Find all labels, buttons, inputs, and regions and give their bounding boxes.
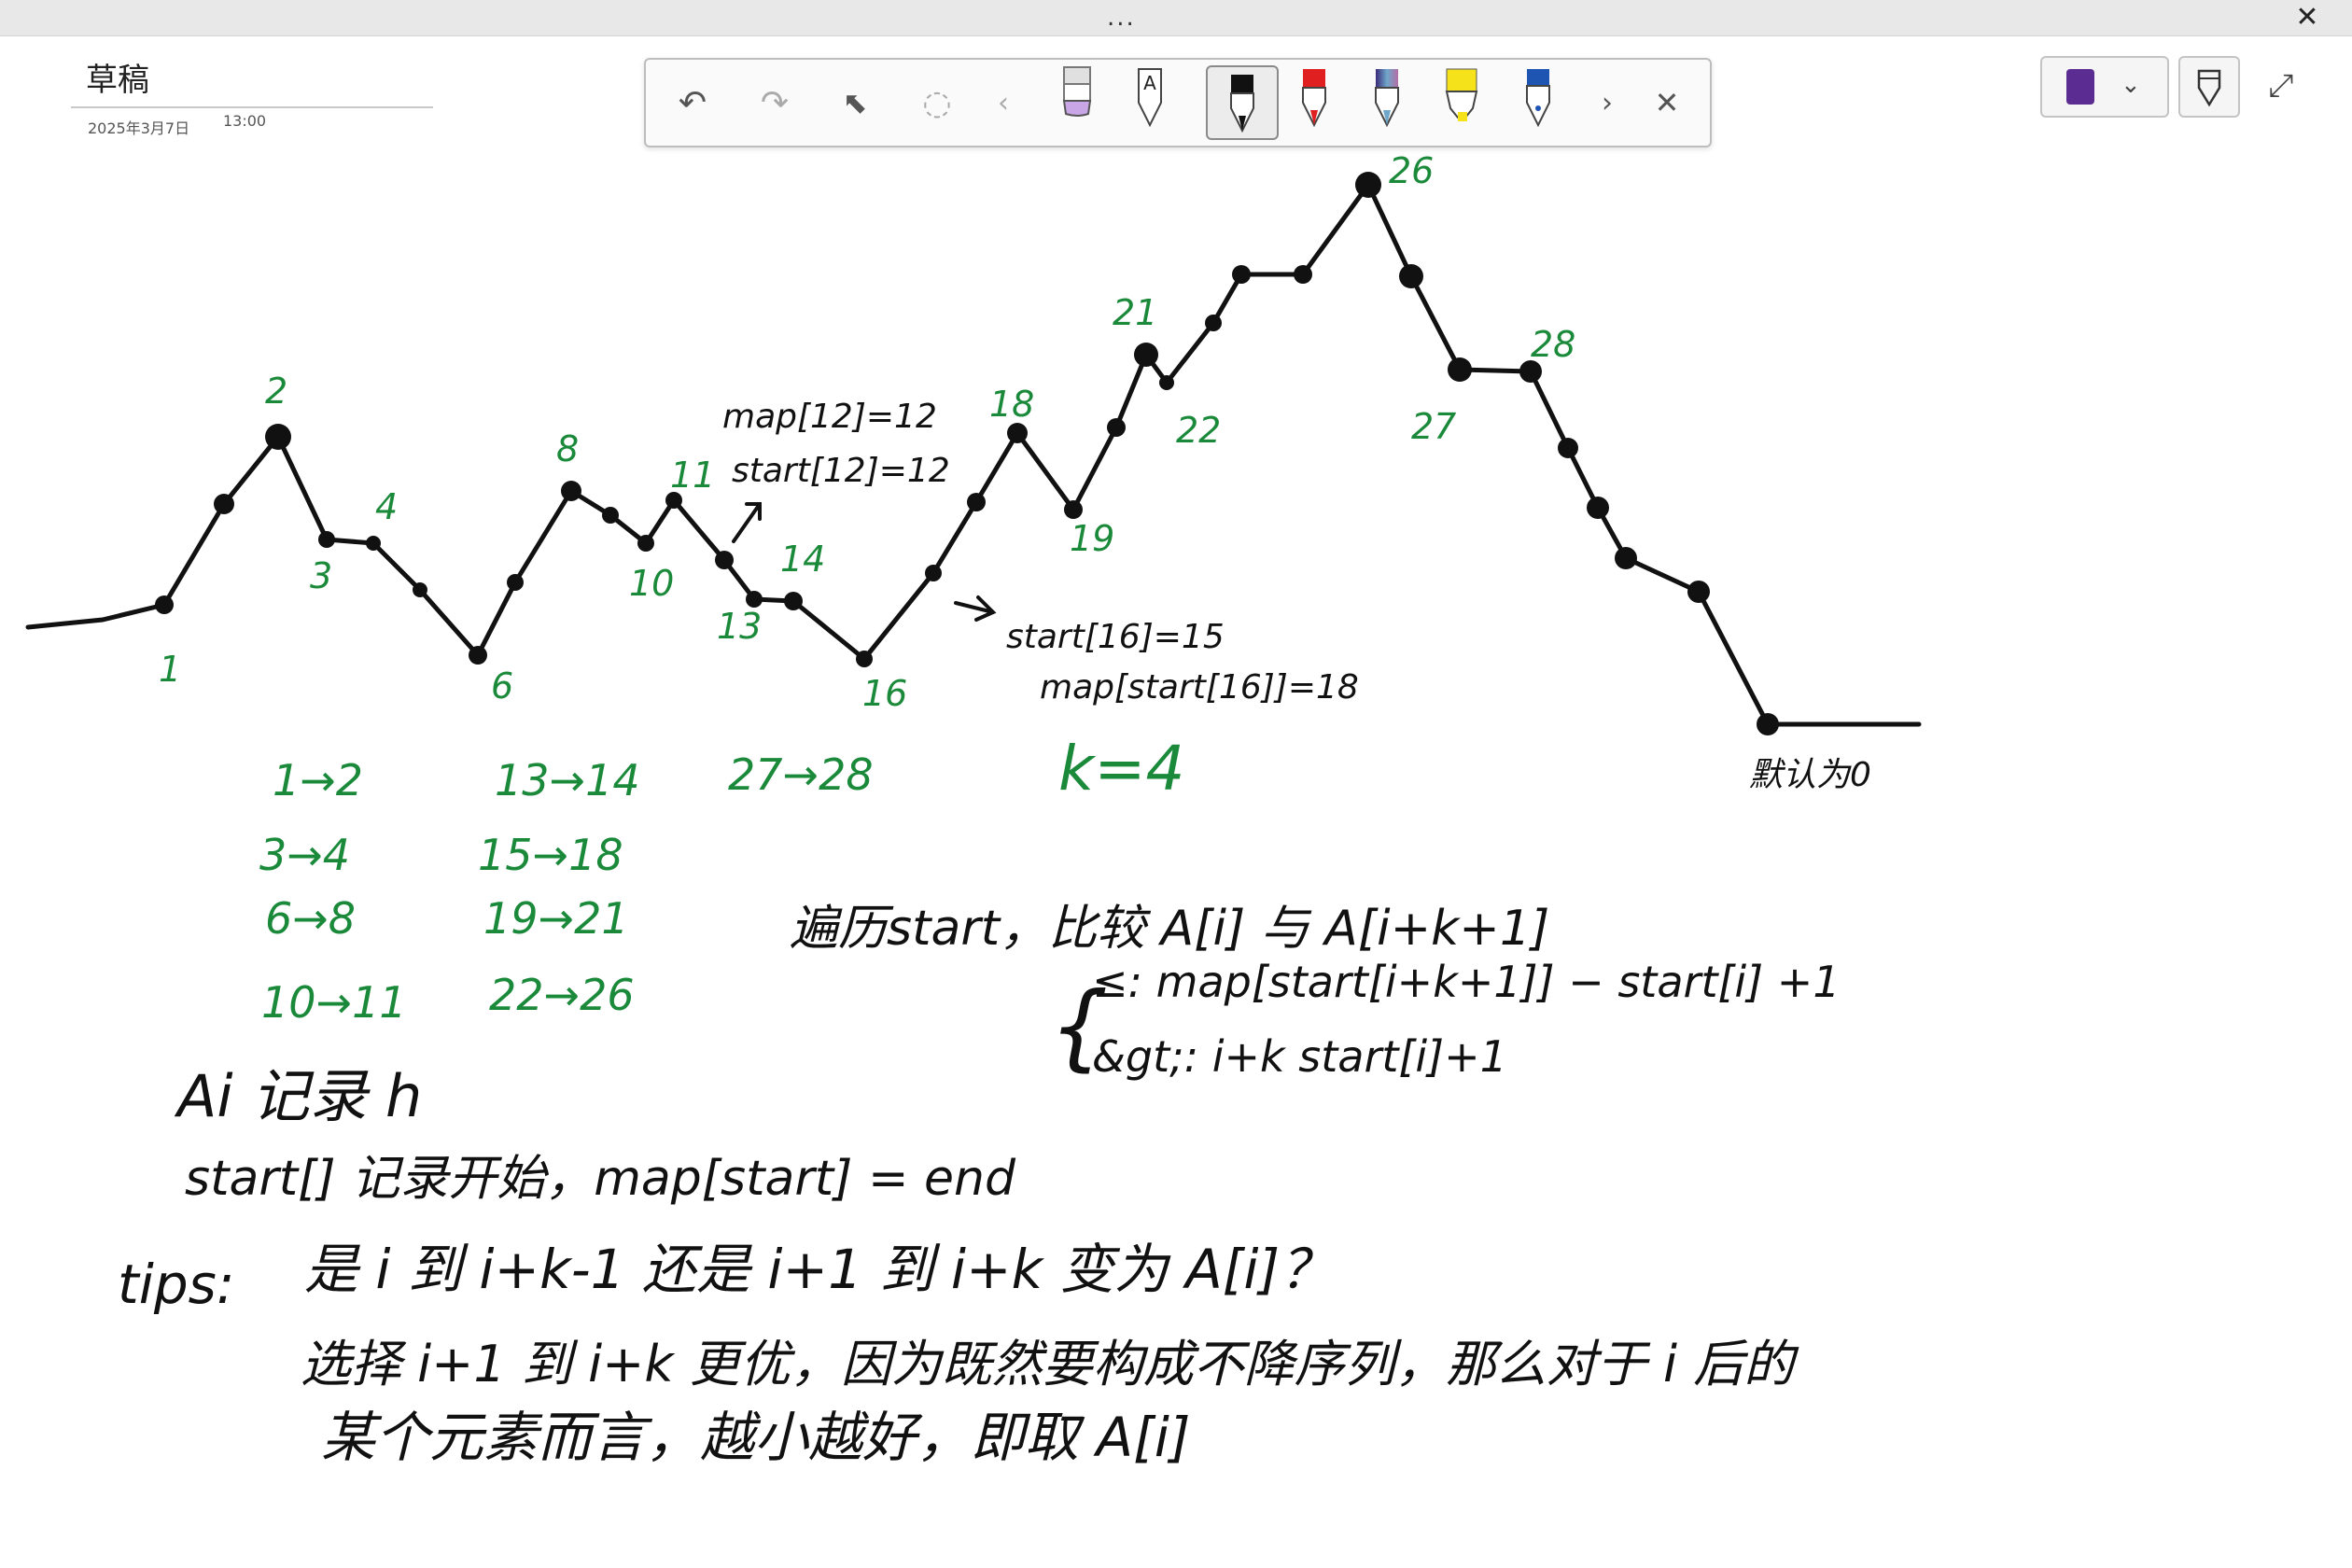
label-13: 13: [717, 606, 762, 647]
label-28: 28: [1531, 324, 1575, 365]
graph-annotations: map[12]=12 start[12]=12 start[16]=15 map…: [722, 398, 1871, 794]
note-map-start16: map[start[16]]=18: [1040, 668, 1359, 707]
note-start12: start[12]=12: [732, 452, 950, 490]
notebook-icon: [2066, 69, 2094, 105]
pair-list-col3: 27→28: [728, 749, 874, 800]
label-21: 21: [1113, 292, 1157, 333]
case-le-note: ≤: map[start[i+k+1]] − start[i] +1: [1092, 957, 1841, 1007]
pair-item: 27→28: [728, 749, 874, 800]
pair-item: 3→4: [259, 830, 350, 880]
tips-answer-line2: 某个元素而言，越小越好，即取 A[i]: [321, 1406, 1191, 1469]
pair-item: 1→2: [273, 755, 363, 805]
label-22: 22: [1176, 410, 1221, 451]
title-underline: [71, 106, 433, 108]
traverse-note: 遍历start，比较 A[i] 与 A[i+k+1]: [790, 901, 1549, 957]
arrow-right-annotation: [954, 595, 997, 622]
lasso-icon: ◌: [922, 83, 952, 122]
label-3: 3: [310, 555, 332, 596]
pencil-tool[interactable]: A: [1129, 65, 1170, 129]
highlighter-yellow-tool[interactable]: [1441, 65, 1482, 129]
k-value-label: k=4: [1058, 733, 1185, 805]
pair-item: 10→11: [261, 977, 407, 1028]
pen-black-tool[interactable]: [1206, 65, 1279, 140]
ai-record-note: Ai 记录 h: [174, 1062, 422, 1130]
select-tool-button[interactable]: ⬉: [829, 60, 881, 146]
green-node-labels: 1 2 3 4 6 8 10 11 13 14 16 18 19 21 22 2…: [159, 150, 1575, 714]
scroll-right-button[interactable]: ›: [1589, 60, 1626, 146]
window-close-button[interactable]: ✕: [2295, 1, 2319, 34]
pair-list-col2: 13→14 15→18 19→21 22→26: [478, 755, 640, 1020]
page-date: 2025年3月7日: [88, 119, 190, 137]
tips-question: 是 i 到 i+k-1 还是 i+1 到 i+k 变为 A[i]？: [304, 1238, 1334, 1301]
pair-item: 6→8: [265, 893, 356, 944]
scroll-left-button[interactable]: ‹: [989, 60, 1017, 146]
pen-red-tool[interactable]: [1294, 65, 1335, 129]
more-options-icon[interactable]: ...: [1107, 4, 1136, 32]
eraser-tool[interactable]: [1057, 65, 1098, 129]
label-1: 1: [159, 649, 181, 690]
chevron-left-icon: ‹: [998, 86, 1009, 119]
default-zero-note: 默认为0: [1749, 756, 1871, 794]
redo-button[interactable]: ↷: [749, 60, 801, 146]
label-2: 2: [265, 371, 287, 412]
cursor-icon: ⬉: [842, 85, 868, 120]
undo-icon: ↶: [678, 83, 707, 122]
label-6: 6: [491, 665, 513, 707]
lasso-select-button[interactable]: ◌: [909, 60, 965, 146]
note-start16: start[16]=15: [1006, 618, 1225, 656]
title-bar: ... ✕: [0, 0, 2352, 36]
pair-item: 22→26: [489, 970, 635, 1020]
pen-blue-tool[interactable]: [1518, 65, 1559, 129]
close-toolbar-button[interactable]: ✕: [1641, 60, 1693, 146]
ink-graph-nodes: [155, 172, 1779, 735]
start-record-note: start[] 记录开始，map[start] = end: [185, 1151, 1016, 1207]
label-18: 18: [989, 384, 1034, 425]
undo-button[interactable]: ↶: [666, 60, 719, 146]
page-time: 13:00: [223, 112, 267, 130]
redo-icon: ↷: [760, 83, 790, 122]
pair-item: 15→18: [478, 830, 623, 880]
label-8: 8: [556, 428, 579, 469]
pair-list-col1: 1→2 3→4 6→8 10→11: [259, 755, 407, 1028]
drawing-toolbar: ↶ ↷ ⬉ ◌ ‹ A › ✕: [644, 58, 1712, 147]
close-icon: ✕: [1654, 85, 1680, 120]
page-title[interactable]: 草稿: [86, 62, 149, 99]
algorithm-notes: 遍历start，比较 A[i] 与 A[i+k+1] { ≤: map[star…: [118, 901, 1841, 1469]
chevron-down-icon: ⌄: [2121, 71, 2141, 99]
label-16: 16: [862, 673, 907, 714]
notebook-selector[interactable]: ⌄: [2040, 56, 2169, 118]
pen-galaxy-tool[interactable]: [1366, 65, 1407, 129]
tips-label: tips:: [118, 1253, 234, 1316]
pair-item: 13→14: [495, 755, 640, 805]
chevron-right-icon: ›: [1602, 86, 1613, 119]
pen-mode-button[interactable]: [2178, 56, 2240, 118]
svg-text:A: A: [1143, 72, 1156, 94]
case-gt-note: &gt;: i+k start[i]+1: [1092, 1031, 1507, 1082]
tips-answer-line1: 选择 i+1 到 i+k 更优，因为既然要构成不降序列，那么对于 i 后的: [301, 1335, 1799, 1393]
label-4: 4: [375, 486, 398, 527]
label-11: 11: [670, 455, 715, 496]
expand-icon[interactable]: ⤢: [2268, 67, 2294, 105]
pen-icon: [2197, 69, 2221, 107]
arrow-up-annotation: [732, 502, 762, 543]
label-26: 26: [1389, 150, 1434, 191]
label-19: 19: [1070, 518, 1114, 559]
label-10: 10: [629, 563, 674, 604]
pair-item: 19→21: [483, 893, 629, 944]
pen-black-icon: [1230, 75, 1254, 133]
ink-stroke-graph: [25, 182, 1922, 727]
note-map12: map[12]=12: [722, 398, 937, 436]
brace: {: [1049, 972, 1109, 1081]
label-14: 14: [780, 539, 825, 580]
label-27: 27: [1411, 406, 1456, 447]
